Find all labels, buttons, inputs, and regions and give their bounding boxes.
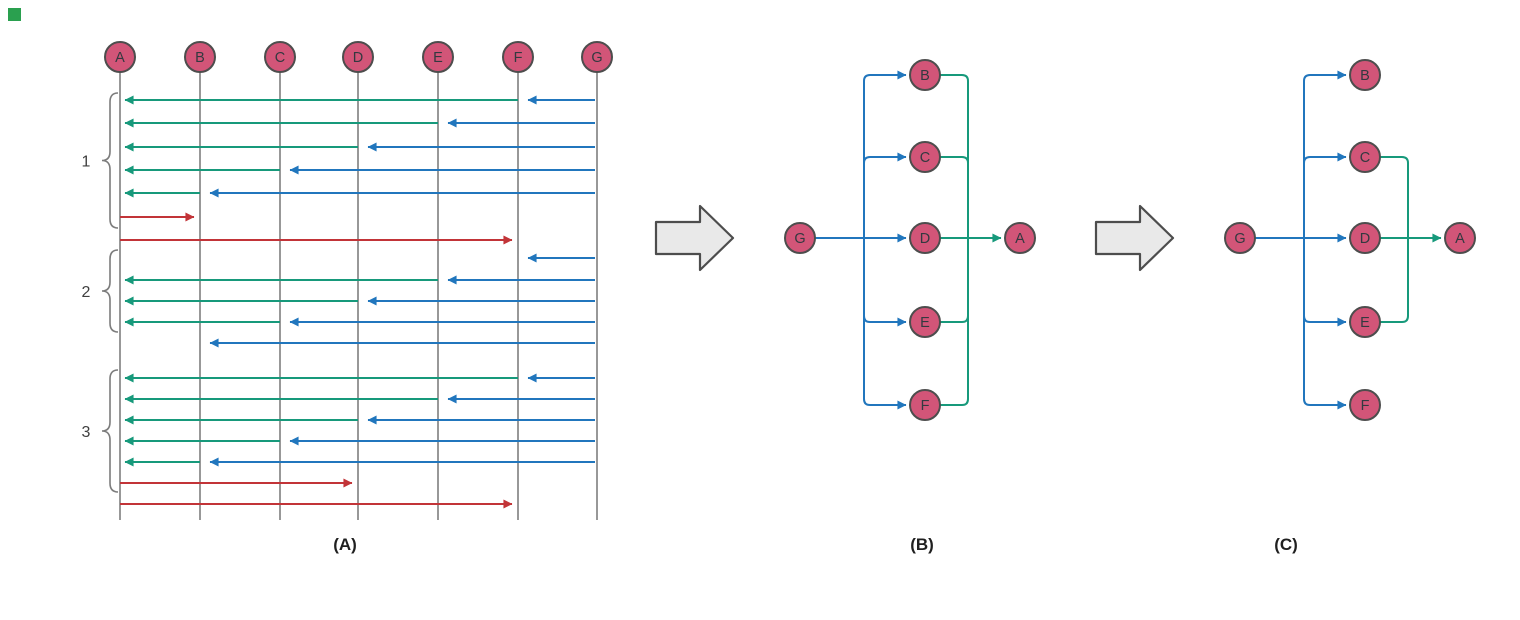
node-B: B: [184, 41, 216, 73]
node-label: G: [1234, 231, 1245, 247]
node-F: F: [502, 41, 534, 73]
node-label: F: [514, 50, 523, 66]
edge-G-to-C: [863, 152, 907, 238]
node-B: B: [909, 59, 941, 91]
node-A: A: [1004, 222, 1036, 254]
edge-G-to-B: [863, 70, 907, 238]
node-D: D: [342, 41, 374, 73]
node-label: D: [1360, 231, 1370, 247]
node-G: G: [1224, 222, 1256, 254]
node-E: E: [1349, 306, 1381, 338]
graph-panels: G B C D E F A G B C D E F A: [784, 59, 1476, 421]
node-label: E: [1360, 315, 1370, 331]
node-F: F: [909, 389, 941, 421]
graph-panel-b: G B C D E F A: [784, 59, 1036, 421]
node-label: F: [921, 398, 930, 414]
edge-E-to-A: [940, 238, 969, 323]
node-G: G: [581, 41, 613, 73]
sequence-panel: 1 2 3 A B C D E F G: [82, 41, 613, 520]
node-label: E: [433, 50, 443, 66]
edge-B-to-A: [940, 74, 969, 238]
node-label: B: [195, 50, 205, 66]
round-brace-2: [101, 249, 119, 333]
node-C: C: [909, 141, 941, 173]
edge-G-to-F: [863, 238, 907, 410]
node-label: D: [353, 50, 363, 66]
edge-G-to-E: [1303, 238, 1347, 327]
node-E: E: [909, 306, 941, 338]
node-label: B: [920, 68, 930, 84]
caption-panel-a: (A): [333, 535, 357, 554]
edge-G-to-F: [1303, 238, 1347, 410]
corner-marker: [8, 8, 21, 21]
node-label: D: [920, 231, 930, 247]
transform-arrow-left-icon: [654, 204, 735, 272]
node-D: D: [909, 222, 941, 254]
caption-panel-c: (C): [1274, 535, 1298, 554]
node-label: A: [115, 50, 125, 66]
node-B: B: [1349, 59, 1381, 91]
node-label: F: [1361, 398, 1370, 414]
round-brace-1: [101, 92, 119, 229]
node-label: C: [1360, 150, 1370, 166]
round-label-2: 2: [82, 284, 91, 301]
edge-F-to-A: [940, 238, 969, 406]
node-A: A: [104, 41, 136, 73]
node-label: G: [591, 50, 602, 66]
node-G: G: [784, 222, 816, 254]
node-label: B: [1360, 68, 1370, 84]
node-C: C: [1349, 141, 1381, 173]
round-label-1: 1: [82, 154, 91, 171]
node-E: E: [422, 41, 454, 73]
node-label: G: [794, 231, 805, 247]
node-label: C: [275, 50, 285, 66]
node-D: D: [1349, 222, 1381, 254]
edge-E-to-A: [1380, 238, 1409, 323]
edge-C-to-A: [1380, 156, 1409, 238]
round-brace-3: [101, 369, 119, 493]
caption-panel-b: (B): [910, 535, 934, 554]
edge-G-to-E: [863, 238, 907, 327]
round-label-3: 3: [82, 424, 91, 441]
graph-panel-c: G B C D E F A: [1224, 59, 1476, 421]
node-F: F: [1349, 389, 1381, 421]
node-label: E: [920, 315, 930, 331]
node-C: C: [264, 41, 296, 73]
node-label: C: [920, 150, 930, 166]
edge-G-to-B: [1303, 70, 1347, 238]
node-label: A: [1015, 231, 1025, 247]
node-A: A: [1444, 222, 1476, 254]
node-label: A: [1455, 231, 1465, 247]
edge-G-to-C: [1303, 152, 1347, 238]
transform-arrow-right-icon: [1094, 204, 1175, 272]
edge-C-to-A: [940, 156, 969, 238]
